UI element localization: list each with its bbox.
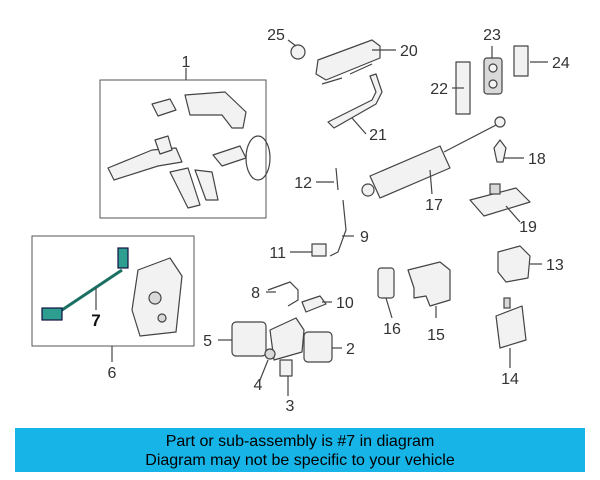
callout-5: 5	[203, 333, 212, 350]
connector-highlight	[41, 307, 63, 321]
banner-line-1: Part or sub-assembly is #7 in diagram	[165, 433, 435, 450]
callout-25: 25	[267, 27, 285, 44]
callout-2: 2	[346, 341, 355, 358]
callout-4: 4	[254, 377, 263, 394]
callout-3: 3	[286, 398, 295, 415]
callout-22: 22	[430, 81, 448, 98]
callout-18: 18	[528, 151, 546, 168]
callout-12: 12	[294, 175, 312, 192]
callout-1: 1	[182, 54, 191, 71]
callout-13: 13	[546, 257, 564, 274]
leader-lines	[95, 39, 548, 396]
callout-23: 23	[483, 27, 501, 44]
callout-10: 10	[336, 295, 354, 312]
connector-highlight	[117, 247, 129, 269]
callout-24: 24	[552, 55, 570, 72]
callout-6: 6	[108, 365, 117, 382]
part-group-1	[99, 79, 271, 219]
info-banner: Part or sub-assembly is #7 in diagram Di…	[15, 428, 585, 472]
callout-19: 19	[519, 219, 537, 236]
callout-8: 8	[251, 285, 260, 302]
callout-7: 7	[91, 311, 100, 330]
callout-17: 17	[425, 197, 443, 214]
part-group-6	[31, 235, 195, 347]
callout-16: 16	[383, 321, 401, 338]
callout-9: 9	[360, 229, 369, 246]
callout-labels: 1 2 3 4 5 6 7 8 9 10 11 12 13 14 15 16 1…	[91, 27, 570, 415]
callout-20: 20	[400, 43, 418, 60]
banner-line-2: Diagram may not be specific to your vehi…	[145, 452, 455, 469]
callout-14: 14	[501, 371, 519, 388]
callout-21: 21	[369, 127, 387, 144]
parts-diagram: 1 2 3 4 5 6 7 8 9 10 11 12 13 14 15 16 1…	[31, 27, 570, 415]
callout-15: 15	[427, 327, 445, 344]
callout-11: 11	[269, 245, 286, 262]
